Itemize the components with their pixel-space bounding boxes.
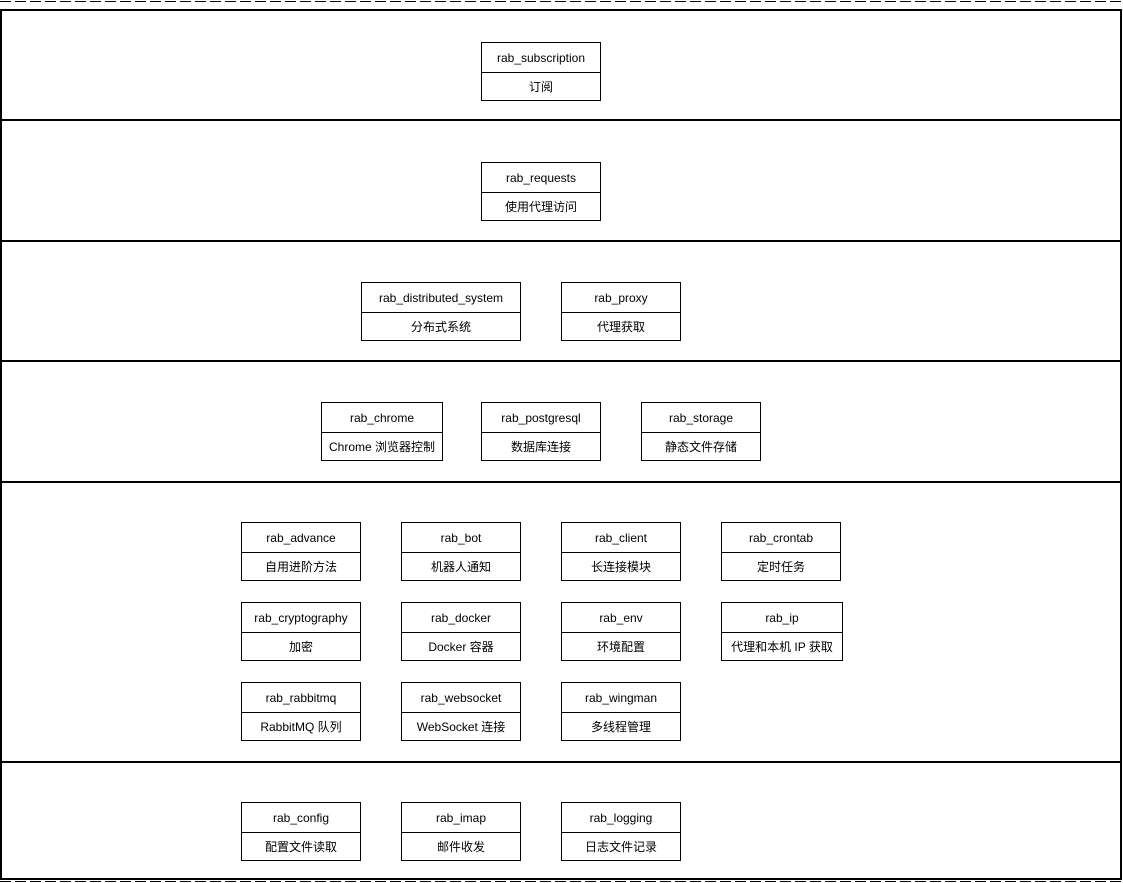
module-rab_advance[interactable]: rab_advance 自用进阶方法 [241, 522, 361, 581]
module-rab_postgresql[interactable]: rab_postgresql 数据库连接 [481, 402, 601, 461]
module-name: rab_distributed_system [362, 283, 520, 313]
diagram-outer-frame [0, 9, 1122, 880]
module-label: RabbitMQ 队列 [260, 720, 342, 734]
module-rab_config[interactable]: rab_config 配置文件读取 [241, 802, 361, 861]
lane-divider-5 [1, 761, 1121, 763]
module-label: 日志文件记录 [584, 840, 657, 854]
module-name: rab_proxy [562, 283, 680, 313]
lane-divider-3 [1, 360, 1121, 362]
module-name: rab_env [562, 603, 680, 633]
module-name: rab_chrome [322, 403, 442, 433]
module-label: 代理和本机 IP 获取 [731, 640, 833, 654]
page-break-line-bottom [0, 881, 1123, 882]
module-label: 使用代理访问 [504, 200, 577, 214]
module-rab_ip[interactable]: rab_ip 代理和本机 IP 获取 [721, 602, 843, 661]
module-rab_chrome[interactable]: rab_chrome Chrome 浏览器控制 [321, 402, 443, 461]
module-name: rab_bot [402, 523, 520, 553]
module-name: rab_rabbitmq [242, 683, 360, 713]
module-rab_bot[interactable]: rab_bot 机器人通知 [401, 522, 521, 581]
module-label: Chrome 浏览器控制 [328, 440, 435, 454]
module-rab_rabbitmq[interactable]: rab_rabbitmq RabbitMQ 队列 [241, 682, 361, 741]
module-label: 定时任务 [756, 560, 805, 574]
module-name: rab_docker [402, 603, 520, 633]
lane-divider-1 [1, 119, 1121, 121]
module-name: rab_crontab [722, 523, 840, 553]
module-name: rab_wingman [562, 683, 680, 713]
module-rab_requests[interactable]: rab_requests 使用代理访问 [481, 162, 601, 221]
module-rab_imap[interactable]: rab_imap 邮件收发 [401, 802, 521, 861]
module-label: 代理获取 [596, 320, 645, 334]
lane-divider-2 [1, 240, 1121, 242]
module-rab_storage[interactable]: rab_storage 静态文件存储 [641, 402, 761, 461]
module-label: 多线程管理 [590, 720, 651, 734]
module-name: rab_postgresql [482, 403, 600, 433]
module-name: rab_advance [242, 523, 360, 553]
module-label: 订阅 [528, 80, 553, 94]
module-name: rab_storage [642, 403, 760, 433]
module-name: rab_subscription [482, 43, 600, 73]
module-name: rab_client [562, 523, 680, 553]
module-rab_env[interactable]: rab_env 环境配置 [561, 602, 681, 661]
module-name: rab_imap [402, 803, 520, 833]
module-name: rab_websocket [402, 683, 520, 713]
module-rab_subscription[interactable]: rab_subscription 订阅 [481, 42, 601, 101]
module-rab_logging[interactable]: rab_logging 日志文件记录 [561, 802, 681, 861]
module-label: 静态文件存储 [664, 440, 737, 454]
module-label: 加密 [288, 640, 313, 654]
module-label: 环境配置 [596, 640, 645, 654]
module-label: Docker 容器 [428, 640, 494, 654]
module-rab_docker[interactable]: rab_docker Docker 容器 [401, 602, 521, 661]
module-rab_crontab[interactable]: rab_crontab 定时任务 [721, 522, 841, 581]
module-name: rab_ip [722, 603, 842, 633]
page-break-line-top [0, 1, 1123, 2]
module-rab_client[interactable]: rab_client 长连接模块 [561, 522, 681, 581]
module-rab_proxy[interactable]: rab_proxy 代理获取 [561, 282, 681, 341]
module-label: 配置文件读取 [264, 840, 337, 854]
module-rab_wingman[interactable]: rab_wingman 多线程管理 [561, 682, 681, 741]
module-label: 分布式系统 [410, 320, 471, 334]
module-name: rab_config [242, 803, 360, 833]
lane-divider-4 [1, 481, 1121, 483]
module-rab_distributed_system[interactable]: rab_distributed_system 分布式系统 [361, 282, 521, 341]
module-name: rab_requests [482, 163, 600, 193]
module-label: 邮件收发 [436, 840, 485, 854]
module-rab_websocket[interactable]: rab_websocket WebSocket 连接 [401, 682, 521, 741]
module-label: 数据库连接 [510, 440, 571, 454]
module-rab_cryptography[interactable]: rab_cryptography 加密 [241, 602, 361, 661]
module-label: 机器人通知 [430, 560, 491, 574]
module-label: 自用进阶方法 [264, 560, 337, 574]
module-label: 长连接模块 [590, 560, 651, 574]
module-label: WebSocket 连接 [416, 720, 506, 734]
module-name: rab_cryptography [242, 603, 360, 633]
module-name: rab_logging [562, 803, 680, 833]
